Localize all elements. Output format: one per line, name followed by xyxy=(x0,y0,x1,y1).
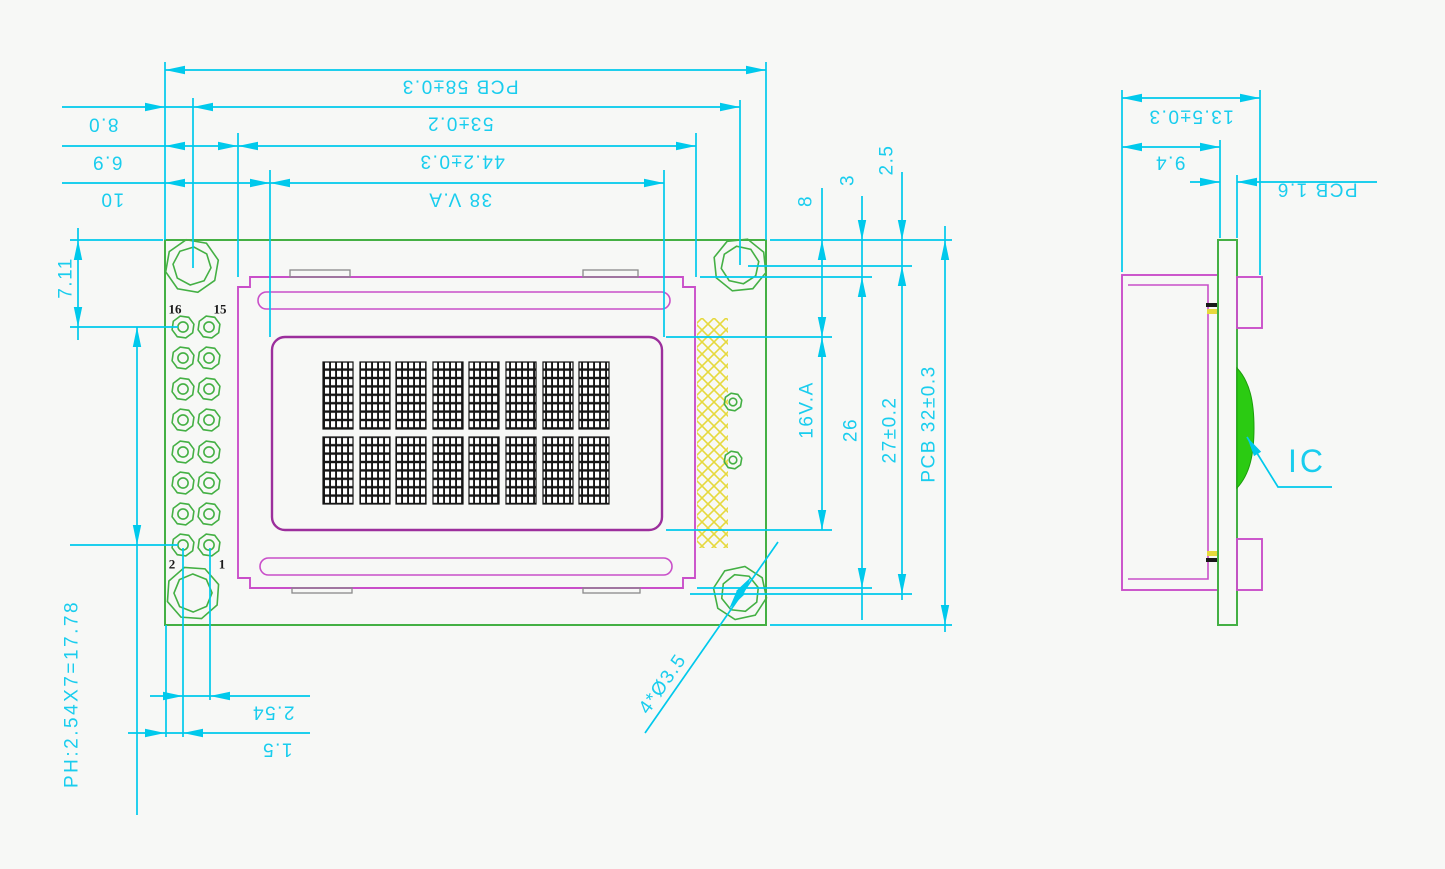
dim-bezel-width: 44.2±0.3 xyxy=(419,151,505,172)
dim-edge-to-bezel: 6.9 xyxy=(92,152,123,173)
display-window xyxy=(270,335,664,532)
side-bracket-top xyxy=(1236,276,1263,329)
bezel-slot-top xyxy=(257,291,671,310)
frame-tab-top-right xyxy=(582,269,639,278)
dim-pcb-thickness: PCB 1.6 xyxy=(1276,179,1357,200)
dim-hole-pitch-v: 27±0.2 xyxy=(880,397,901,464)
hole-callout-leader xyxy=(644,541,779,734)
frame-tab-bottom-left xyxy=(291,587,353,594)
side-seal-mark-top xyxy=(1206,303,1218,307)
dim-total-thickness: 13.5±0.3 xyxy=(1148,106,1234,127)
ic-glob-top xyxy=(1236,366,1255,490)
side-view xyxy=(1121,239,1263,626)
side-bracket-bottom xyxy=(1236,538,1263,591)
frame-tab-bottom-right xyxy=(582,587,641,594)
side-heatseal-bottom xyxy=(1207,551,1217,556)
pin-label-16: 16 xyxy=(169,302,183,317)
dim-top-to-pin1: 7.11 xyxy=(56,257,77,299)
dim-edge-to-va: 10 xyxy=(100,189,124,210)
dim-top-to-hole: 2.5 xyxy=(877,145,898,176)
dim-edge-to-pin: 1.5 xyxy=(262,739,293,760)
lcd-bezel-frame xyxy=(237,276,696,589)
mounting-hole-top-left xyxy=(162,236,222,296)
connector-hatch-area xyxy=(697,318,728,548)
dim-module-thickness: 9.4 xyxy=(1155,152,1186,173)
mounting-hole-bottom-left xyxy=(165,565,221,621)
dim-top-to-va: 8 xyxy=(796,195,817,207)
side-module-lip xyxy=(1128,284,1209,580)
dim-pin-header: PH:2.54X7=17.78 xyxy=(62,600,83,788)
side-pcb xyxy=(1217,239,1238,626)
dim-va-height: 16V.A xyxy=(797,381,818,439)
side-heatseal-top xyxy=(1207,309,1217,314)
dimension-arrowheads xyxy=(73,65,1262,738)
pin-header-pads xyxy=(170,314,222,558)
side-module-body xyxy=(1121,274,1219,591)
dim-hole-pitch-h: 53±0.2 xyxy=(427,113,494,134)
dim-pcb-height: PCB 32±0.3 xyxy=(919,365,940,482)
dim-va-width: 38 V.A xyxy=(428,189,492,210)
front-view: 16 15 2 1 xyxy=(162,236,771,626)
dimension-lines xyxy=(62,62,1377,815)
pin-label-1: 1 xyxy=(219,557,226,572)
dim-pin-pitch: 2.54 xyxy=(252,702,295,723)
dot-matrix-characters xyxy=(322,361,610,505)
dim-bezel-height: 26 xyxy=(841,418,862,442)
pcb-outline xyxy=(164,239,767,626)
side-seal-mark-bottom xyxy=(1206,558,1218,562)
dim-top-to-bezel: 3 xyxy=(838,174,859,186)
pin-label-15: 15 xyxy=(214,302,228,317)
bezel-slot-bottom xyxy=(259,557,673,576)
dim-edge-to-hole: 8.0 xyxy=(88,114,119,135)
frame-tab-top-left xyxy=(289,269,351,278)
pin-label-2: 2 xyxy=(169,557,176,572)
dim-pcb-width: PCB 58±0.3 xyxy=(401,76,518,97)
ic-label: IC xyxy=(1288,443,1326,479)
